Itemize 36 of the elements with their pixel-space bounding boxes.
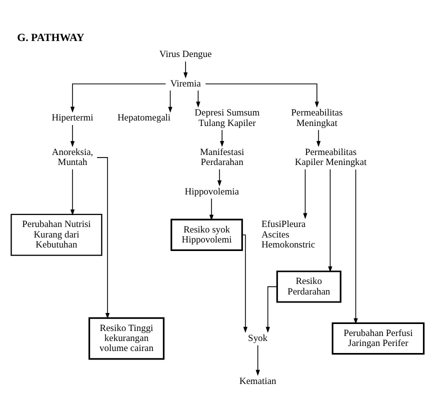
arrow xyxy=(242,234,248,332)
node-box: Perubahan Nutrisi Kurang dari Kebutuhan xyxy=(10,213,102,256)
node-text: Permeabilitas Meningkat xyxy=(291,108,343,128)
node-text: EfusiPleura Ascites Hemokonstric xyxy=(261,220,316,250)
node-box: Resiko Tinggi kekurangan volume cairan xyxy=(88,316,164,360)
arrow xyxy=(316,129,321,146)
arrow xyxy=(205,83,319,108)
arrow xyxy=(217,168,222,186)
arrow xyxy=(266,286,278,332)
arrow xyxy=(256,344,260,376)
node-text: Depresi Sumsum Tulang Kapiler xyxy=(194,108,260,128)
arrow xyxy=(196,90,200,108)
node-box: Resiko syok Hippovolemi xyxy=(170,218,243,251)
node-text: Viremia xyxy=(170,78,201,89)
arrow xyxy=(328,168,332,272)
node-text: Virus Dengue xyxy=(159,50,212,60)
arrow xyxy=(70,168,75,215)
arrow xyxy=(70,83,166,112)
node-text: Anoreksia, Muntah xyxy=(52,147,94,168)
diagram-title: G. PATHWAY xyxy=(17,31,84,44)
node-text: Manifestasi Perdarahan xyxy=(200,147,244,168)
node-box: Resiko Perdarahan xyxy=(276,270,342,302)
arrow xyxy=(354,168,358,324)
node-box: Perubahan Perfusi Jaringan Perifer xyxy=(332,322,425,354)
node-text: Hipertermi xyxy=(52,113,94,124)
node-text: Syok xyxy=(248,333,268,344)
node-text: Kematian xyxy=(239,376,276,386)
arrow xyxy=(70,124,75,147)
arrow xyxy=(184,60,188,78)
arrow xyxy=(209,198,214,220)
node-text: Permeabilitas Kapiler Meningkat xyxy=(294,147,367,168)
node-text: Hepatomegali xyxy=(117,113,171,124)
arrow xyxy=(168,90,172,112)
arrow xyxy=(220,129,224,146)
node-text: Hippovolemia xyxy=(184,186,239,197)
arrow xyxy=(303,168,308,219)
